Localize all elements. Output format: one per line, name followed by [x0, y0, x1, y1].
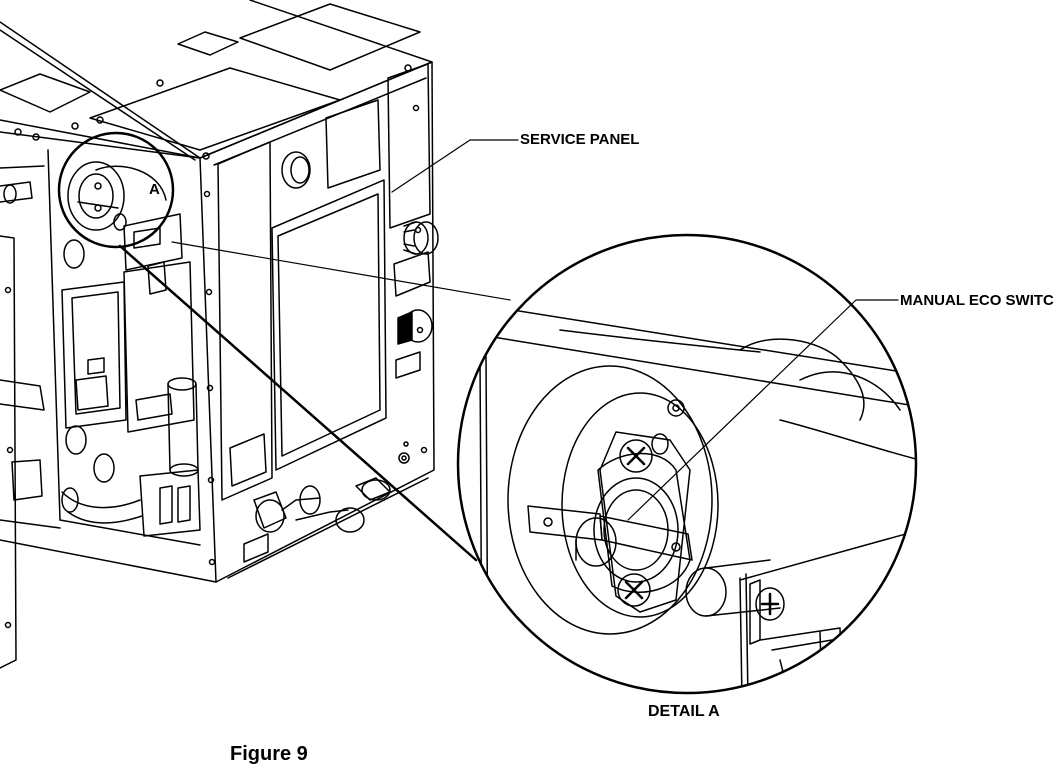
manual-eco-switch-leader	[627, 299, 899, 521]
side-fittings	[243, 151, 439, 563]
figure-caption: Figure 9	[230, 743, 308, 765]
detail-a-marker	[57, 131, 511, 562]
service-panel	[217, 63, 431, 501]
service-panel-label: SERVICE PANEL	[520, 131, 640, 148]
detail-a-enlargement	[456, 233, 918, 695]
interior-components	[0, 161, 201, 669]
detail-a-caption: DETAIL A	[648, 703, 720, 720]
cabinet-housing	[0, 0, 435, 629]
manual-eco-switch-label: MANUAL ECO SWITC	[900, 292, 1054, 309]
service-panel-leader	[391, 139, 519, 193]
detail-a-marker-label: A	[149, 181, 160, 198]
